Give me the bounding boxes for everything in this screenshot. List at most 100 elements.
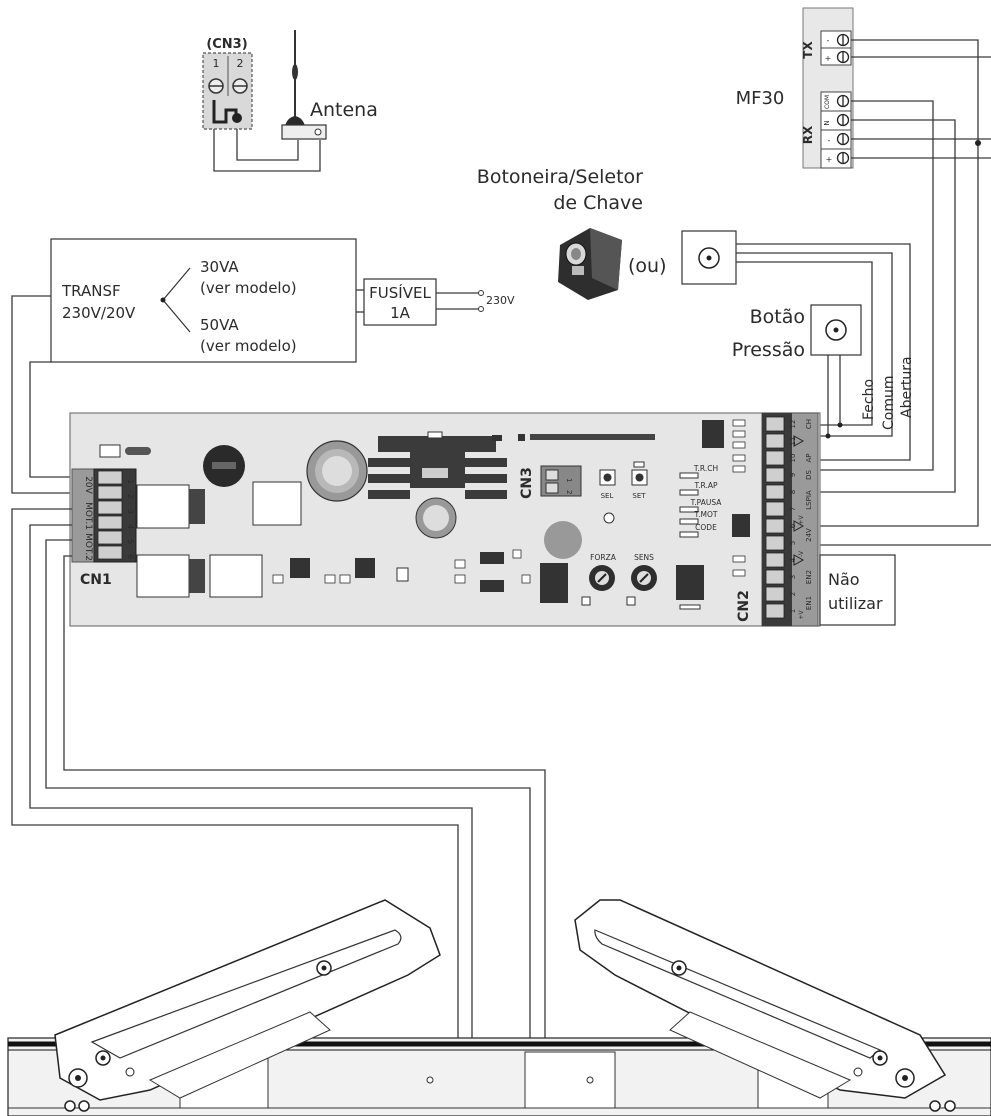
keypad-group: Botoneira/Seletor de Chave (ou) Botão Pr… [477,166,915,461]
control-board: 20V MOT.1 MOT.2 1 2 3 4 5 6 CN1 [69,412,896,627]
cn3-pin-1: 1 [565,478,573,482]
ic-chip [676,565,704,600]
antenna-connector-label: (CN3) [206,37,247,52]
receiver-mf30: MF30 TX RX - + COM N - + [736,7,854,169]
cn1-pin-3: 3 [126,509,135,514]
settings-dip: T.R.CH T.R.AP T.PAUSA T.MOT CODE [679,464,722,538]
transformer-opt2-note: (ver modelo) [200,337,297,355]
rx-pin-plus: + [826,155,833,164]
wire-label-common: Comum [881,376,897,431]
cn2-pin-9: 9 [789,473,797,477]
right-gate-arm [574,899,956,1112]
receiver-model-label: MF30 [736,88,785,109]
fuse-box [363,278,437,326]
ic-chip [702,420,724,448]
antenna-label: Antena [310,99,378,121]
cn3-pin-2: 2 [565,490,573,494]
tx-pin-plus: + [825,54,832,63]
relay [136,484,190,529]
cn2-group-ch: CH [805,419,813,429]
key-switch-icon [558,228,622,300]
antenna-pin-2: 2 [237,57,244,70]
fuse-rating: 1A [390,304,411,322]
transformer-ratio: 230V/20V [62,304,136,322]
cn2-pin-7: 7 [789,507,797,511]
tx-pin-minus: - [827,36,830,45]
cn2-group-ds: DS [805,470,813,480]
trimmer-force-label: FORZA [590,553,617,562]
not-use-line1: Não [828,570,860,589]
set-button[interactable] [631,469,648,486]
pushbutton-label-line2: Pressão [732,339,805,361]
rx-pin-n: N [823,120,831,125]
sens-trimmer[interactable] [626,565,657,606]
setting-t-mot: T.MOT [693,510,717,519]
cn2-pin-8: 8 [789,490,797,494]
relay [209,554,263,598]
cn1-label: CN1 [80,572,112,588]
rx-pin-com: COM [824,95,831,109]
cn2-group-en2: EN2 [805,570,813,584]
cn2-pin-10: 10 [789,454,797,463]
cn2-sub-plus-v: +V [798,515,805,525]
screw-icon [836,50,850,64]
rx-label: RX [801,125,815,144]
wire-label-close: Fecho [861,379,877,420]
transformer-opt1-power: 30VA [200,258,239,276]
cn2-pin-11: 11 [789,437,797,446]
cn1-pin-4: 4 [126,524,135,529]
cn2-pin-4: 4 [789,557,797,562]
relay [136,554,190,598]
cn2-sub-plus-v-2: +V [798,610,805,620]
keypad-title-line1: Botoneira/Seletor [477,166,643,188]
rx-pin-minus: - [828,136,831,145]
antenna-pin-1: 1 [213,57,220,70]
transformer-box [50,238,357,363]
cn2-group-ap: AP [805,453,813,462]
receiver-wires [820,39,991,546]
transformer-opt2-power: 50VA [200,316,239,334]
cn2-label: CN2 [736,590,752,622]
cn1-pin-6: 6 [126,554,135,559]
setting-tr-ch: T.R.CH [693,464,718,473]
ic-chip [540,563,568,603]
cn2-group-24v: 24V [805,528,813,542]
set-button-label: SET [632,492,646,500]
keypad-title-line2: de Chave [553,192,643,214]
transformer-group: TRANSF 230V/20V 30VA (ver modelo) 50VA (… [11,238,515,494]
cn2-group-lspia: LSPIA [805,490,813,510]
wire-label-open: Abertura [899,356,915,418]
cn1-group-20v: 20V [83,476,93,494]
cn1-pin-1: 1 [126,479,135,484]
motor-wires [11,508,546,1060]
left-gate-arm [54,899,441,1112]
setting-tr-ap: T.R.AP [693,481,718,490]
force-trimmer[interactable] [581,565,615,606]
cn2-pin-5: 5 [789,541,797,545]
sel-button[interactable] [599,469,616,486]
cn2-pin-6: 6 [789,523,797,528]
cn3-label: CN3 [519,467,535,499]
screw-icon [836,94,850,108]
cn2-group-en1: EN1 [805,596,813,610]
trimmer-sens-label: SENS [634,553,654,562]
cn1-group-mot1: MOT.1 [83,502,93,530]
screw-icon [836,113,850,127]
cn2-sub-minus-v: -V [798,550,805,557]
fuse-label: FUSÍVEL [369,283,431,302]
not-use-line2: utilizar [828,594,883,613]
cn1-pin-5: 5 [126,539,135,544]
screw-icon [836,33,850,47]
setting-code: CODE [695,523,717,532]
screw-icon [836,151,850,165]
pushbutton-label-line1: Botão [750,306,805,328]
cn1-group-mot2: MOT.2 [83,533,93,561]
cn2-pin-3: 3 [789,575,797,579]
cn2-pin-2: 2 [789,592,797,596]
cn2-pin-12: 12 [789,420,797,429]
transformer-title: TRANSF [61,282,121,300]
sel-button-label: SEL [601,492,614,500]
antenna-group: (CN3) 1 2 Antena [202,30,378,172]
transformer-opt1-note: (ver modelo) [200,279,297,297]
